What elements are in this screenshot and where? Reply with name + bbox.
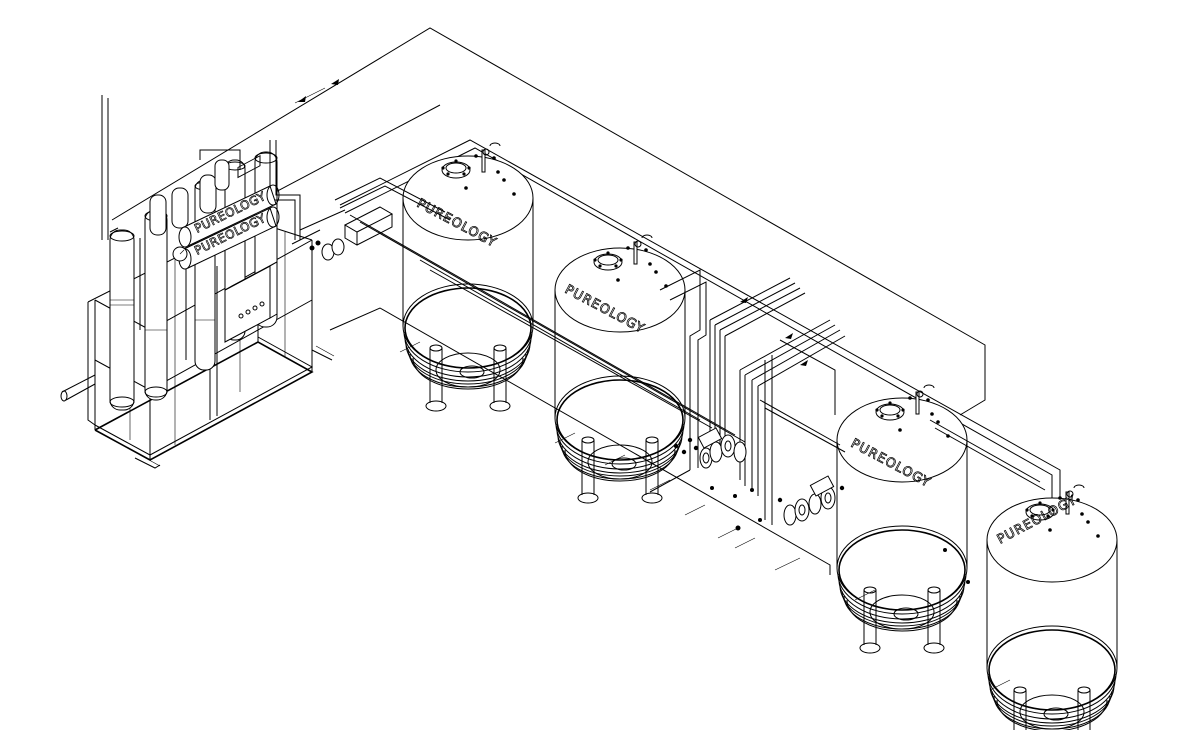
tank-1: PUREOLOGY (402, 142, 534, 412)
tank-3: PUREOLOGY (836, 384, 968, 654)
pump-group-1 (673, 427, 754, 498)
feed-pump-assembly (291, 206, 394, 261)
control-panel (224, 154, 278, 343)
skid-vessel-2 (144, 209, 168, 401)
leader-lines (399, 341, 1011, 691)
treatment-skid: PUREOLOGY PUREOLOGY (60, 140, 335, 469)
pump-group-2 (735, 475, 970, 584)
skid-vessel-1 (109, 229, 135, 411)
inter-tank-piping (334, 177, 1046, 525)
tank-4: PUREOLOGY (986, 484, 1118, 730)
